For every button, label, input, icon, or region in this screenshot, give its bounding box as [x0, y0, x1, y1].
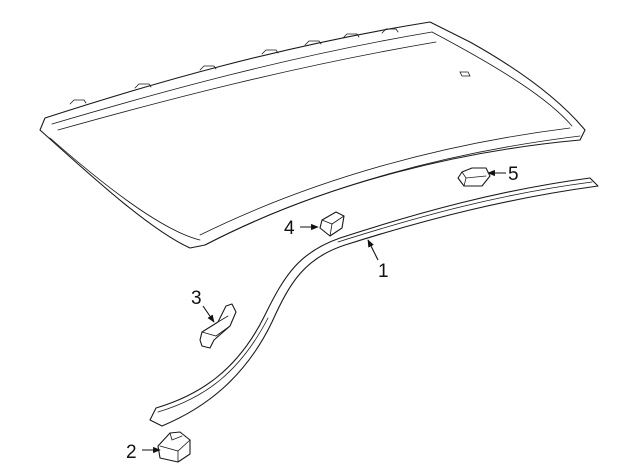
- bracket-part-3: [199, 303, 237, 349]
- callout-1: 1: [378, 261, 389, 282]
- roof-panel: [39, 21, 586, 249]
- clip-part-4: [319, 211, 345, 237]
- leader-3: [202, 305, 215, 323]
- callout-4: 4: [284, 218, 295, 239]
- leader-1: [367, 239, 379, 261]
- clip-part-5: [457, 167, 491, 187]
- callout-5: 5: [508, 164, 519, 185]
- callout-3: 3: [191, 288, 202, 309]
- callout-2: 2: [126, 442, 137, 463]
- roof-molding: [149, 177, 599, 427]
- clip-part-2: [157, 431, 191, 463]
